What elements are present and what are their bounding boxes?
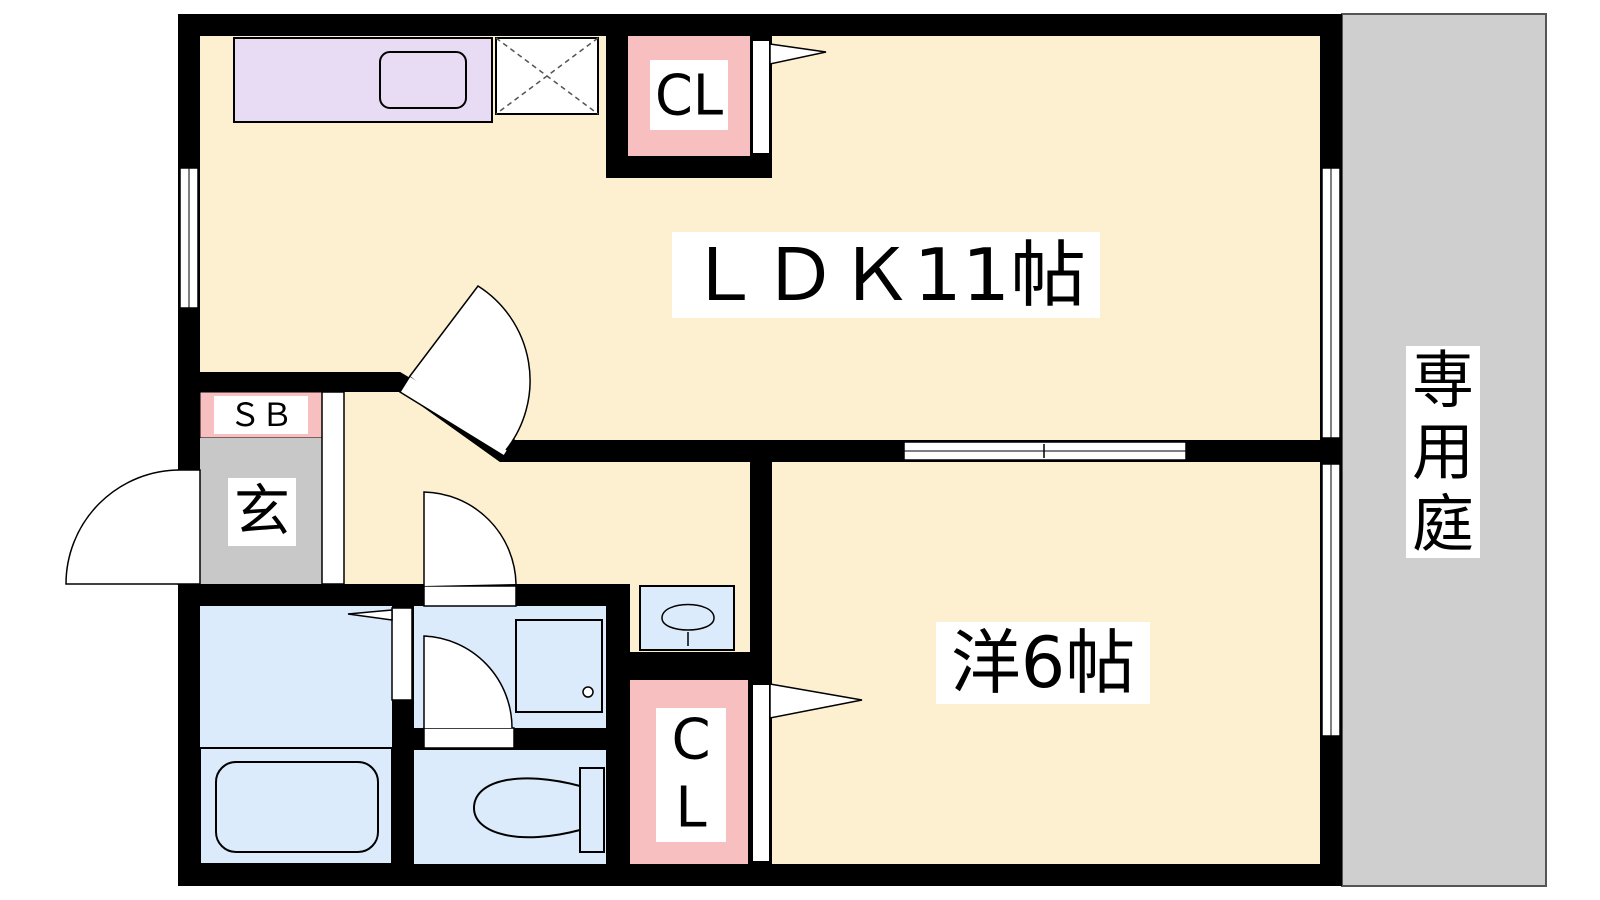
shoebox-label-bg	[214, 396, 308, 434]
entrance-label: 玄	[234, 480, 290, 545]
front-door-swing	[65, 469, 181, 585]
closet-top-label-bg	[650, 60, 728, 130]
sink-icon	[379, 51, 467, 109]
washing-machine-space	[515, 619, 603, 713]
toilet-door	[423, 727, 515, 749]
washroom-door	[391, 607, 413, 701]
wash-entry-door-swing	[423, 491, 517, 586]
toilet-door-swing	[423, 635, 513, 729]
western-room-label: 洋6帖	[951, 622, 1136, 704]
front-door-opening	[177, 469, 201, 585]
ldk-label-bg	[672, 232, 1100, 318]
shoebox-label: ＳＢ	[229, 396, 293, 434]
washroom-door-swing	[347, 609, 393, 621]
closet-top-door	[751, 39, 771, 155]
bathtub-icon	[215, 761, 379, 853]
drain-icon	[582, 686, 594, 698]
toilet-icon	[472, 767, 605, 853]
closet-bottom-label-c: C	[671, 708, 710, 773]
washbasin-bowl-icon	[661, 603, 715, 631]
fridge-space-cross-2	[495, 37, 599, 115]
garden-label-2: 用	[1412, 416, 1474, 489]
closet-top-label: CL	[655, 64, 723, 129]
ldk-label: ＬＤＫ11帖	[686, 233, 1086, 317]
garden-label-3: 庭	[1412, 488, 1474, 561]
closet-bottom-door	[751, 683, 771, 863]
closet-bottom-label-l: L	[675, 776, 706, 841]
garden-label-1: 専	[1412, 344, 1474, 417]
ldk-door-swing	[409, 284, 531, 451]
closet-bottom-label-bg	[656, 708, 726, 842]
washbasin	[639, 585, 735, 651]
entrance-label-bg	[228, 478, 296, 546]
garden-label-bg	[1406, 346, 1480, 558]
washroom	[200, 606, 392, 748]
entrance-step	[321, 391, 345, 585]
closet-bottom-door-swing	[769, 683, 863, 719]
western-label-bg	[936, 622, 1150, 704]
wash-entry-door	[423, 585, 517, 607]
closet-top-door-swing	[769, 43, 827, 65]
